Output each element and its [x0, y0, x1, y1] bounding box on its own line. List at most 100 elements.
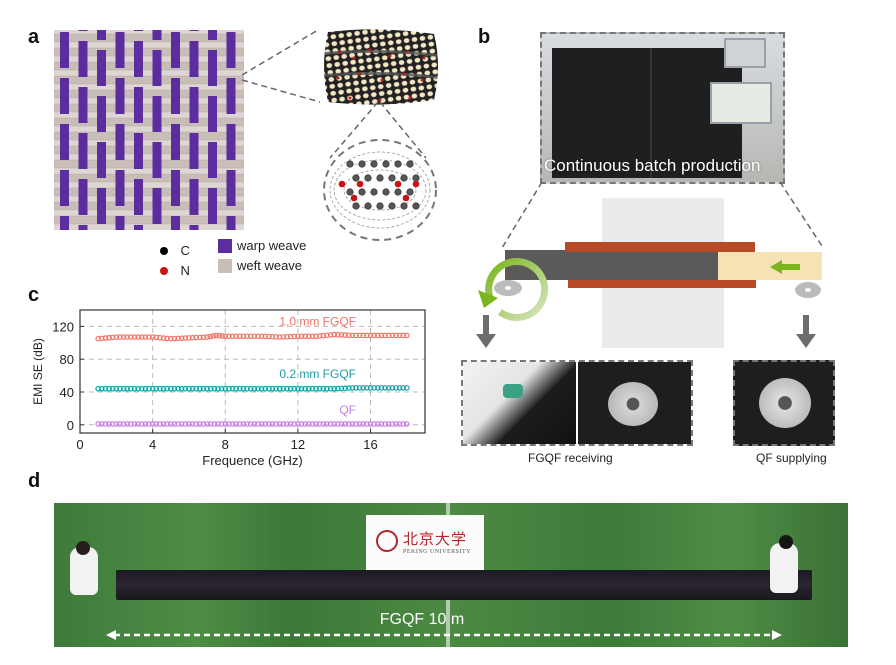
data-point [164, 421, 170, 427]
down-arrow-right-icon [796, 334, 816, 348]
data-point [113, 334, 120, 340]
data-point [276, 385, 283, 392]
y-tick-label: 0 [67, 418, 74, 433]
carbon-atom [400, 202, 408, 210]
data-point [120, 385, 127, 392]
data-point [338, 421, 345, 427]
carbon-atom [412, 174, 420, 182]
warp-strand [189, 87, 199, 123]
carbon-atom [346, 160, 354, 168]
data-point [385, 385, 392, 391]
fgqf-10m-sheet [116, 570, 812, 600]
legend-atom-c: C [160, 242, 190, 260]
data-point [215, 385, 221, 392]
data-point [157, 385, 163, 392]
legend-label-weft: weft weave [237, 258, 303, 273]
data-point [345, 332, 352, 339]
data-point [120, 334, 127, 340]
data-point [313, 385, 319, 392]
warp-strand [189, 179, 199, 215]
data-point [305, 385, 312, 392]
nitrogen-atom [338, 50, 342, 54]
data-point [349, 332, 356, 339]
data-point [102, 385, 109, 392]
warp-strand [226, 124, 236, 160]
data-point [95, 385, 101, 392]
data-point [218, 421, 225, 427]
data-point [213, 332, 219, 339]
data-point [273, 421, 279, 427]
data-point [305, 333, 312, 340]
cabinet-seam [650, 48, 652, 178]
series-1-0-mm-fgqf [95, 331, 410, 342]
data-point [324, 385, 330, 392]
data-point [291, 421, 298, 427]
receiving-roller-photo [578, 362, 691, 444]
data-point [109, 385, 116, 392]
warp-strand [152, 96, 162, 132]
data-point [247, 333, 254, 340]
data-point [378, 385, 385, 391]
electrode-top [565, 242, 755, 252]
panel-label-a: a [28, 26, 40, 48]
data-point [128, 385, 134, 392]
carbon-atom [358, 188, 366, 196]
nitrogen-atom [422, 56, 426, 60]
data-point [247, 421, 254, 427]
warp-weave-swatch [218, 238, 232, 253]
data-point [280, 334, 287, 340]
data-point [98, 385, 105, 392]
warp-strand [189, 30, 199, 31]
warp-strand [152, 188, 162, 224]
chart-series [95, 331, 410, 427]
data-point [200, 334, 207, 341]
nitrogen-atom [402, 72, 406, 76]
data-point [167, 385, 174, 392]
data-point [131, 421, 138, 427]
data-point [178, 335, 185, 342]
data-point [284, 333, 290, 340]
zoom-line-left [501, 181, 543, 249]
data-point [287, 421, 294, 427]
data-point [266, 421, 272, 427]
warp-strand [226, 216, 236, 230]
data-point [153, 421, 160, 427]
data-point [360, 421, 367, 427]
data-point [211, 385, 218, 392]
nitrogen-atom [348, 96, 352, 100]
data-point [269, 385, 276, 392]
data-point [396, 332, 403, 339]
weft-strand [54, 47, 244, 57]
data-point [149, 385, 156, 392]
weft-strand [54, 187, 244, 197]
carbon-atom [382, 160, 390, 168]
data-point [356, 332, 363, 339]
data-point [207, 421, 214, 427]
data-point [295, 421, 301, 427]
data-point [204, 334, 210, 340]
carbon-atom [376, 202, 384, 210]
data-point [316, 421, 323, 427]
warp-strand [134, 225, 143, 230]
data-point [276, 421, 283, 427]
panel-label-c: c [28, 284, 40, 306]
data-point [124, 385, 131, 392]
data-point [193, 421, 200, 427]
warp-strand [115, 124, 125, 160]
data-point [207, 333, 213, 340]
data-point [309, 333, 316, 340]
carbon-atom [394, 160, 402, 168]
data-point [266, 333, 272, 340]
data-point [371, 421, 377, 427]
data-point [244, 385, 250, 392]
series-label: 0.2 mm FGQF [279, 367, 356, 381]
data-point [280, 385, 287, 392]
data-point [404, 421, 410, 427]
data-point [229, 385, 236, 392]
data-point [117, 421, 123, 427]
data-point [106, 385, 112, 392]
weft-strand [54, 215, 244, 225]
data-point [287, 385, 294, 392]
control-screen-main [710, 82, 772, 124]
data-point [186, 335, 192, 341]
